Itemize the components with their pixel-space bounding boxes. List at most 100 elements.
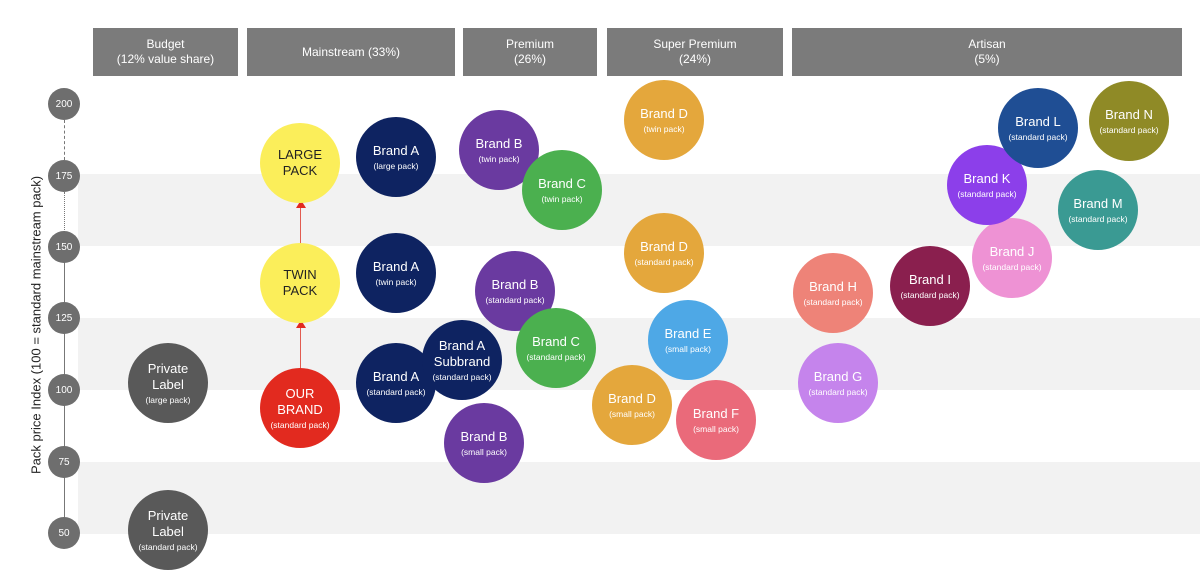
bubble-brand-n-standard-pack: Brand N (standard pack): [1089, 81, 1169, 161]
bubble-name: OUR BRAND: [277, 385, 323, 417]
bubble-pack: (standard pack): [1008, 131, 1068, 142]
bubble-pack: (standard pack): [803, 296, 863, 307]
axis-tick-125: 125: [48, 302, 80, 334]
bubble-pack: (standard pack): [1099, 124, 1159, 135]
bubble-pack: (twin pack): [478, 153, 520, 164]
bubble-name: Brand C: [538, 175, 586, 191]
bubble-name: Brand C: [532, 333, 580, 349]
bubble-pack: (twin pack): [375, 276, 417, 287]
bubble-name: Brand J: [989, 243, 1035, 259]
bubble-brand-f-small-pack: Brand F (small pack): [676, 380, 756, 460]
axis-tick-75: 75: [48, 446, 80, 478]
segment-header-mainstream: Mainstream (33%): [247, 28, 455, 76]
segment-name: Super Premium: [653, 37, 737, 51]
bubble-pack: (small pack): [665, 343, 711, 354]
bubble-brand-a-large-pack: Brand A (large pack): [356, 117, 436, 197]
bubble-brand-e-small-pack: Brand E (small pack): [648, 300, 728, 380]
bubble-name: Brand K: [963, 170, 1011, 186]
bubble-name: Private Label: [147, 507, 189, 539]
bubble-pack: (standard pack): [526, 351, 586, 362]
bubble-pack: (standard pack): [1068, 213, 1128, 224]
bubble-name: Brand A Subbrand: [433, 337, 491, 369]
segment-share: (5%): [974, 52, 1000, 66]
bubble-pack: (large pack): [145, 394, 191, 405]
bubble-pack: (large pack): [373, 160, 419, 171]
segment-name: Budget: [146, 37, 185, 51]
bubble-name: Brand E: [664, 325, 712, 341]
bubble-pack: (standard pack): [432, 371, 492, 382]
bubble-brand-d-small-pack: Brand D (small pack): [592, 365, 672, 445]
bubble-name: TWIN PACK: [282, 267, 318, 298]
bubble-name: Brand A: [372, 368, 420, 384]
segment-header-super-premium: Super Premium (24%): [607, 28, 783, 76]
bubble-pack: (standard pack): [270, 419, 330, 430]
bubble-pack: (standard pack): [957, 188, 1017, 199]
bubble-name: Private Label: [147, 360, 189, 392]
bubble-pack: (standard pack): [138, 541, 198, 552]
bubble-name: Brand A: [372, 142, 420, 158]
segment-header-budget: Budget (12% value share): [93, 28, 238, 76]
bubble-large-pack: LARGE PACK: [260, 123, 340, 203]
bubble-name: Brand L: [1015, 113, 1061, 129]
bubble-pack: (standard pack): [900, 289, 960, 300]
bubble-brand-g-standard-pack: Brand G (standard pack): [798, 343, 878, 423]
bubble-name: Brand D: [640, 238, 688, 254]
bubble-name: Brand N: [1105, 106, 1153, 122]
arrow-our-brand-to-twin-pack: [295, 320, 306, 368]
arrow-twin-pack-to-large-pack: [295, 200, 306, 252]
bubble-pack: (standard pack): [485, 294, 545, 305]
bubble-brand-m-standard-pack: Brand M (standard pack): [1058, 170, 1138, 250]
bubble-pack: (small pack): [461, 446, 507, 457]
bubble-brand-c-twin-pack: Brand C (twin pack): [522, 150, 602, 230]
axis-tick-200: 200: [48, 88, 80, 120]
bubble-our-brand-standard-pack: OUR BRAND (standard pack): [260, 368, 340, 448]
bubble-name: Brand I: [909, 271, 951, 287]
axis-tick-150: 150: [48, 231, 80, 263]
bubble-pack: (small pack): [609, 408, 655, 419]
bubble-pack: (standard pack): [982, 261, 1042, 272]
bubble-name: LARGE PACK: [277, 147, 323, 178]
bubble-name: Brand M: [1073, 195, 1123, 211]
bubble-brand-b-small-pack: Brand B (small pack): [444, 403, 524, 483]
segment-name: Artisan: [968, 37, 1006, 51]
bubble-name: Brand A: [372, 258, 420, 274]
bubble-brand-l-standard-pack: Brand L (standard pack): [998, 88, 1078, 168]
bubble-name: Brand D: [608, 390, 656, 406]
segment-share: (26%): [513, 52, 546, 66]
bubble-pack: (standard pack): [634, 256, 694, 267]
axis-line-top: [64, 120, 65, 160]
segment-name: Mainstream (33%): [301, 44, 401, 59]
segment-name: Premium: [505, 37, 554, 51]
bubble-brand-d-twin-pack: Brand D (twin pack): [624, 80, 704, 160]
axis-tick-100: 100: [48, 374, 80, 406]
band-75-50: [78, 462, 1200, 534]
segment-share: (12% value share): [116, 52, 215, 66]
axis-title: Pack price Index (100 = standard mainstr…: [28, 175, 44, 475]
bubble-pack: (standard pack): [366, 386, 426, 397]
segment-header-artisan: Artisan (5%): [792, 28, 1182, 76]
bubble-name: Brand B: [475, 135, 523, 151]
axis-tick-175: 175: [48, 160, 80, 192]
bubble-private-label-large-pack: Private Label (large pack): [128, 343, 208, 423]
bubble-pack: (small pack): [693, 423, 739, 434]
axis-line-break: [64, 192, 65, 232]
bubble-name: Brand G: [813, 368, 863, 384]
bubble-pack: (standard pack): [808, 386, 868, 397]
bubble-brand-h-standard-pack: Brand H (standard pack): [793, 253, 873, 333]
bubble-brand-i-standard-pack: Brand I (standard pack): [890, 246, 970, 326]
segment-share: (24%): [678, 52, 711, 66]
bubble-brand-a-twin-pack: Brand A (twin pack): [356, 233, 436, 313]
segment-header-premium: Premium (26%): [463, 28, 597, 76]
bubble-pack: (twin pack): [541, 193, 583, 204]
bubble-name: Brand D: [640, 105, 688, 121]
bubble-brand-d-standard-pack: Brand D (standard pack): [624, 213, 704, 293]
bubble-brand-c-standard-pack: Brand C (standard pack): [516, 308, 596, 388]
bubble-name: Brand F: [692, 405, 740, 421]
bubble-brand-j-standard-pack: Brand J (standard pack): [972, 218, 1052, 298]
bubble-twin-pack: TWIN PACK: [260, 243, 340, 323]
bubble-pack: (twin pack): [643, 123, 685, 134]
bubble-name: Brand B: [491, 276, 539, 292]
axis-tick-50: 50: [48, 517, 80, 549]
bubble-name: Brand H: [809, 278, 857, 294]
bubble-brand-a-subbrand-standard-pack: Brand A Subbrand (standard pack): [422, 320, 502, 400]
